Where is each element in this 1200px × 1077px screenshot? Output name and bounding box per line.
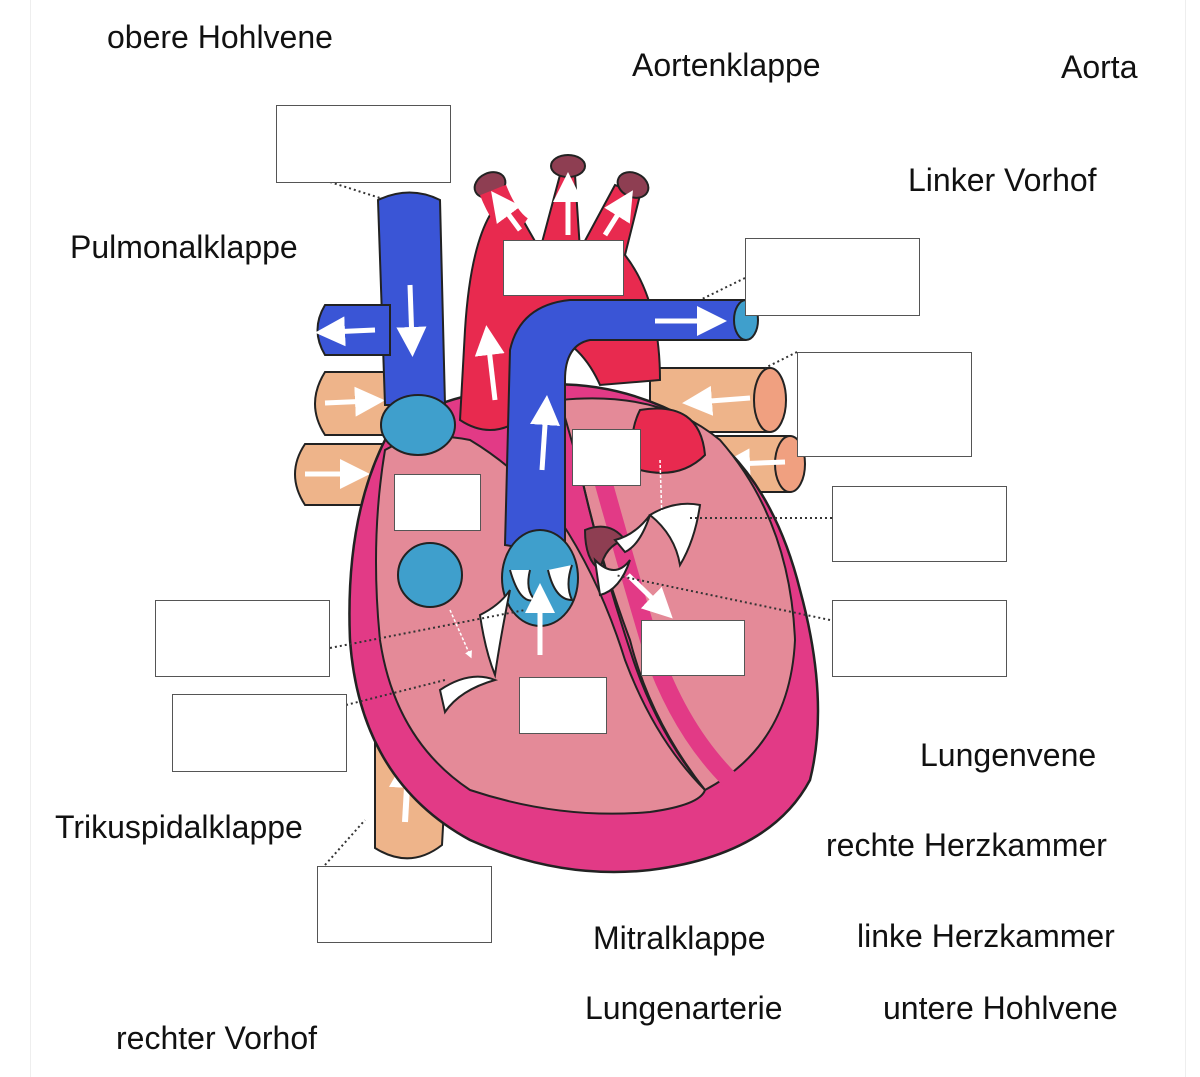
word-rechter-vorhof[interactable]: rechter Vorhof [116, 1020, 317, 1056]
flow-arrow-icon [626, 573, 673, 619]
flow-arrow-icon [474, 325, 505, 401]
flow-arrow-icon [449, 609, 472, 659]
word-lungenarterie[interactable]: Lungenarterie [585, 990, 783, 1026]
word-trikuspidalklappe[interactable]: Trikuspidalklappe [55, 809, 303, 845]
word-lungenvene[interactable]: Lungenvene [920, 737, 1097, 773]
word-obere-hohlvene[interactable]: obere Hohlvene [107, 19, 333, 55]
answer-box[interactable] [519, 677, 607, 734]
word-aorta[interactable]: Aorta [1061, 49, 1138, 85]
answer-box[interactable] [572, 429, 641, 486]
answer-box[interactable] [797, 352, 972, 457]
answer-box[interactable] [394, 474, 481, 531]
flow-arrow-icon [315, 316, 376, 347]
leader-lines [324, 181, 832, 866]
answer-box[interactable] [172, 694, 347, 772]
page-edge-left [30, 0, 31, 1077]
answer-box[interactable] [503, 240, 624, 296]
flow-arrow-icon [530, 395, 560, 471]
word-aortenklappe[interactable]: Aortenklappe [632, 47, 821, 83]
flow-arrow-icon [491, 190, 523, 232]
flow-arrow-icon [324, 386, 385, 417]
answer-box[interactable] [155, 600, 330, 677]
superior-vena-cava [315, 191, 456, 456]
answer-box[interactable] [276, 105, 451, 183]
flow-arrow-icon [658, 459, 666, 524]
word-linker-vorhof[interactable]: Linker Vorhof [908, 162, 1097, 198]
answer-box[interactable] [745, 238, 920, 316]
word-pulmonalklappe[interactable]: Pulmonalklappe [70, 229, 298, 265]
flow-arrow-icon [396, 284, 427, 357]
pulmonary-veins-left [294, 371, 401, 506]
answer-box[interactable] [641, 620, 745, 676]
word-mitralklappe[interactable]: Mitralklappe [593, 920, 766, 956]
word-rechte-herzkammer[interactable]: rechte Herzkammer [826, 827, 1107, 863]
flow-arrow-icon [602, 190, 633, 237]
flow-arrow-icon [720, 448, 786, 479]
left-heart-chamber [558, 397, 797, 792]
answer-box[interactable] [832, 486, 1007, 562]
answer-box[interactable] [832, 600, 1007, 677]
word-linke-herzkammer[interactable]: linke Herzkammer [857, 918, 1115, 954]
word-untere-hohlvene[interactable]: untere Hohlvene [883, 990, 1118, 1026]
pulmonary-artery [501, 299, 759, 627]
coronary-sinus [397, 542, 463, 608]
valve-icon [438, 502, 702, 715]
flow-arrow-icon [682, 385, 751, 416]
page-edge-right [1185, 0, 1186, 1077]
answer-box[interactable] [317, 866, 492, 943]
